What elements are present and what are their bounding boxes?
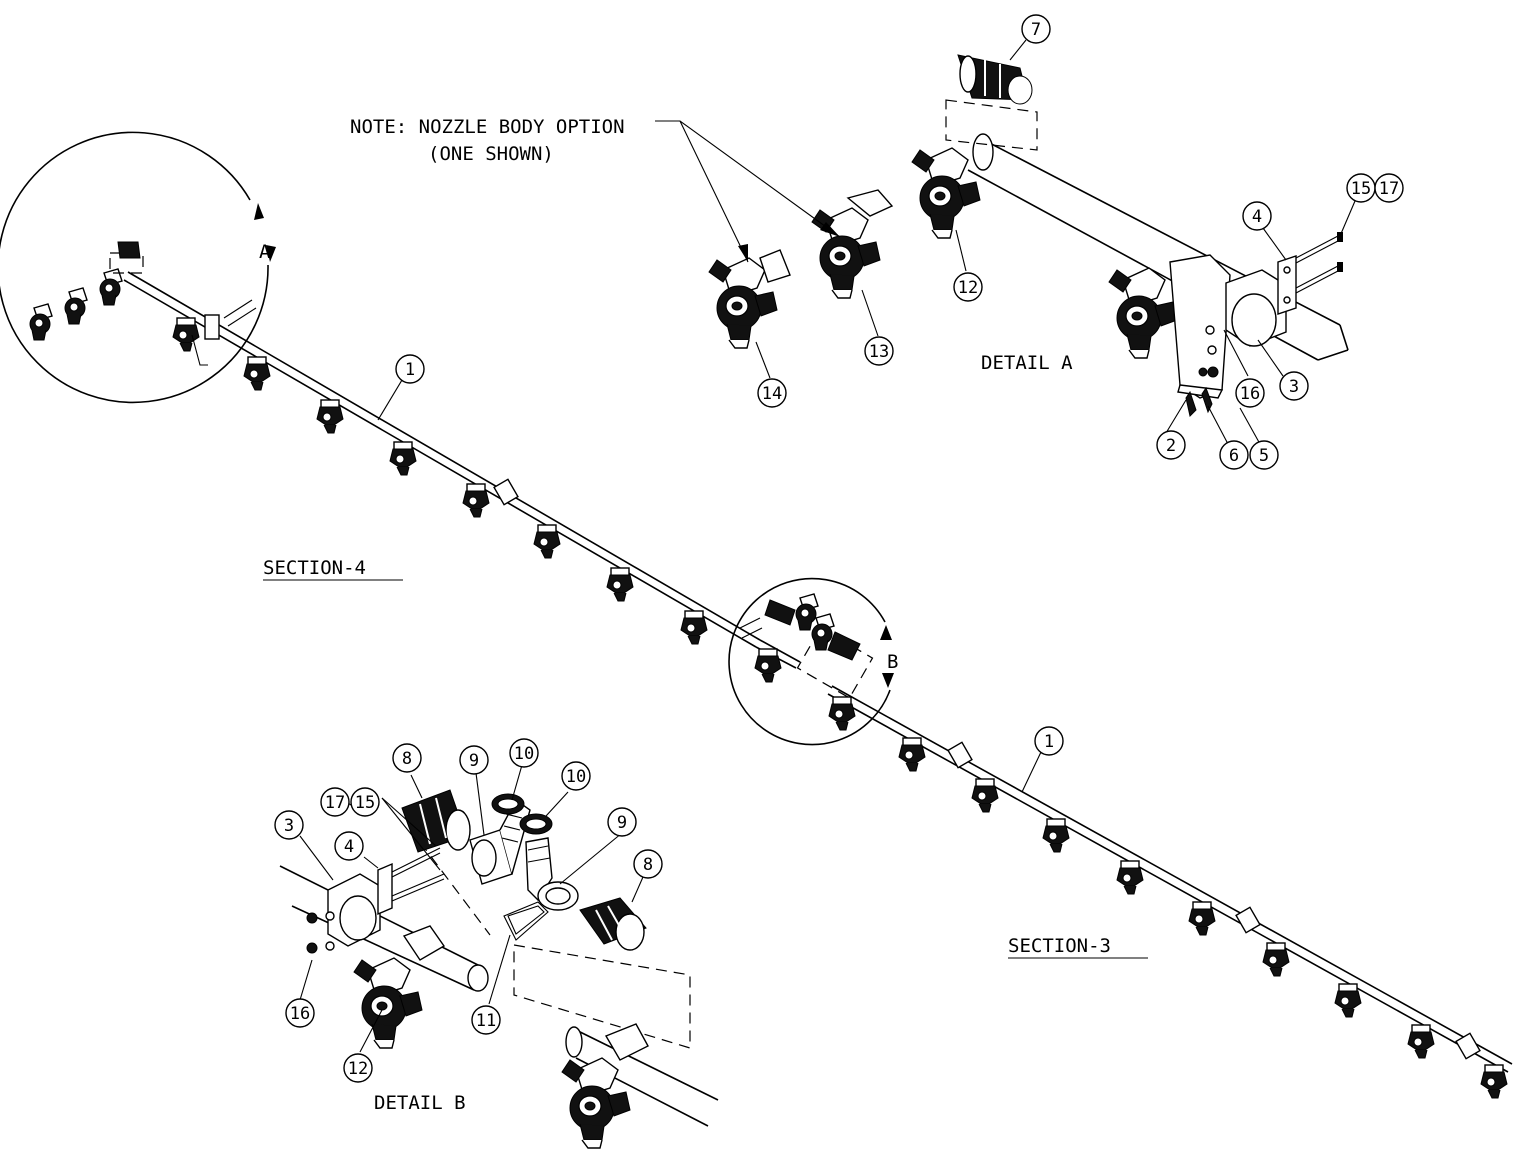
svg-text:16: 16: [1240, 384, 1260, 404]
section-4-label: SECTION-4: [263, 557, 366, 579]
section-3-clamps: [947, 741, 1481, 1060]
balloon-4-b: 4: [334, 831, 364, 861]
part-9-elbow-right: [525, 837, 579, 911]
part-10-clamp-right: [519, 813, 553, 835]
svg-text:10: 10: [566, 767, 586, 787]
svg-text:5: 5: [1259, 446, 1269, 466]
balloon-2: 2: [1156, 430, 1186, 460]
nozzle-body-options: [708, 189, 894, 349]
svg-text:17: 17: [325, 793, 345, 813]
balloons: 1 1 2 3 3 4 4 5 6 7 8 8 9 9 10 10 11 12 …: [274, 14, 1404, 1083]
balloon-1-lower: 1: [1034, 726, 1064, 756]
detail-b-assembly: [279, 789, 719, 1149]
balloon-10-left: 10: [509, 738, 539, 768]
section-3-nozzles: [828, 696, 1508, 1099]
svg-text:3: 3: [284, 816, 294, 836]
section-4-clamps: [204, 314, 519, 506]
balloon-9-right: 9: [607, 807, 637, 837]
part-10-clamp-left: [491, 793, 525, 815]
balloon-6: 6: [1219, 440, 1249, 470]
balloon-17-b: 17: [320, 787, 350, 817]
svg-text:9: 9: [617, 813, 627, 833]
part-7-connector: [957, 54, 1033, 105]
balloon-3-b: 3: [274, 810, 304, 840]
svg-text:16: 16: [290, 1004, 310, 1024]
section-4-nozzles: [172, 317, 782, 683]
detail-b-callout-circle: B: [728, 577, 898, 746]
marker-b: B: [887, 651, 898, 673]
svg-text:1: 1: [405, 360, 415, 380]
svg-text:13: 13: [869, 342, 889, 362]
svg-text:6: 6: [1229, 446, 1239, 466]
balloon-1-upper: 1: [395, 354, 425, 384]
svg-text:9: 9: [469, 751, 479, 771]
svg-text:1: 1: [1044, 732, 1054, 752]
note-leader: [655, 120, 841, 263]
svg-text:3: 3: [1289, 377, 1299, 397]
note-line-1: NOTE: NOZZLE BODY OPTION: [350, 116, 625, 138]
svg-text:15: 15: [1351, 179, 1371, 199]
detail-a-callout-circle: A: [0, 131, 276, 404]
balloon-9-left: 9: [459, 745, 489, 775]
balloon-16-b: 16: [285, 998, 315, 1028]
svg-text:11: 11: [476, 1011, 496, 1031]
balloon-11: 11: [471, 1005, 501, 1035]
balloon-12-a: 12: [953, 272, 983, 302]
balloon-leaders: [299, 39, 1356, 1053]
balloon-16-a: 16: [1235, 378, 1265, 408]
balloon-8-top: 8: [392, 743, 422, 773]
svg-text:8: 8: [643, 855, 653, 875]
section-4-end-parts: [29, 241, 257, 366]
balloon-12-b: 12: [343, 1053, 373, 1083]
balloon-17-a: 17: [1374, 173, 1404, 203]
note-line-2: (ONE SHOWN): [428, 143, 554, 165]
section-4-boom-pipe: [123, 271, 801, 669]
svg-text:17: 17: [1379, 179, 1399, 199]
detail-a-label: DETAIL A: [981, 352, 1073, 374]
svg-text:7: 7: [1031, 20, 1041, 40]
balloon-5: 5: [1249, 440, 1279, 470]
svg-text:12: 12: [958, 278, 978, 298]
svg-text:10: 10: [514, 744, 534, 764]
section-3-boom-pipe: [827, 685, 1513, 1073]
svg-text:4: 4: [344, 837, 354, 857]
svg-text:15: 15: [355, 793, 375, 813]
balloon-13: 13: [864, 336, 894, 366]
svg-text:4: 4: [1252, 207, 1262, 227]
balloon-4-a: 4: [1242, 201, 1272, 231]
detail-b-label: DETAIL B: [374, 1092, 466, 1114]
part-8-coupling-right: [579, 897, 647, 951]
balloon-7: 7: [1021, 14, 1051, 44]
part-8-coupling-top: [401, 789, 471, 853]
balloon-10-right: 10: [561, 761, 591, 791]
detail-a-assembly: [911, 54, 1349, 417]
svg-text:2: 2: [1166, 436, 1176, 456]
balloon-14: 14: [757, 378, 787, 408]
marker-a: A: [259, 241, 271, 263]
svg-text:14: 14: [762, 384, 782, 404]
section-3-label: SECTION-3: [1008, 935, 1111, 957]
balloon-8-right: 8: [633, 849, 663, 879]
svg-text:12: 12: [348, 1059, 368, 1079]
balloon-15-a: 15: [1346, 173, 1376, 203]
svg-text:8: 8: [402, 749, 412, 769]
balloon-15-b: 15: [350, 787, 380, 817]
balloon-3-a: 3: [1279, 371, 1309, 401]
